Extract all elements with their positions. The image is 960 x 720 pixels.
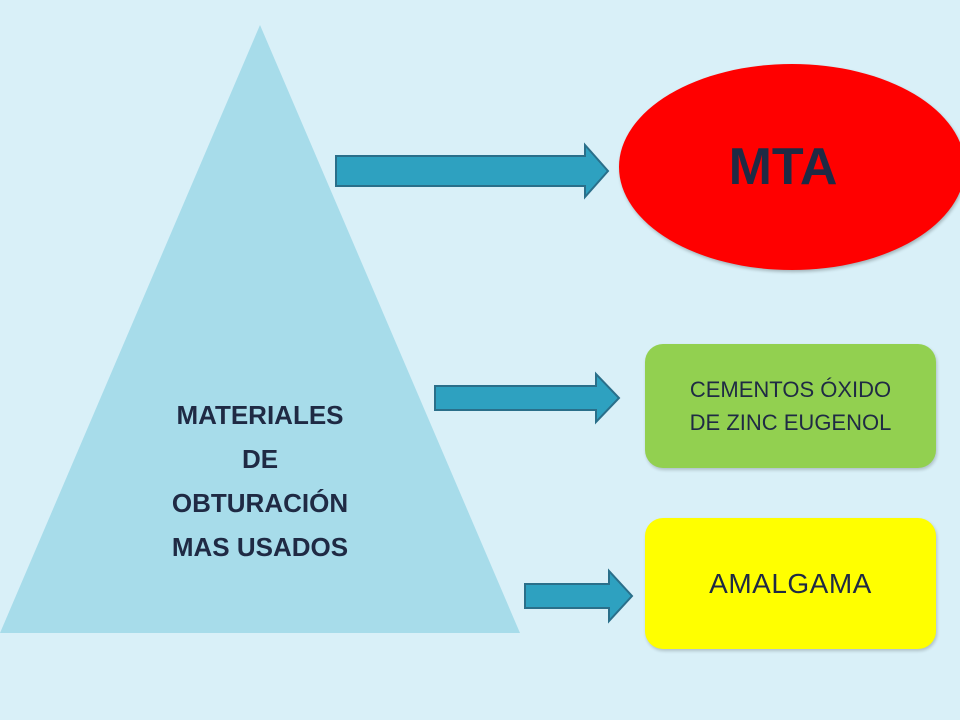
pyramid-shape [0, 25, 520, 633]
arrow-to-mta [335, 142, 610, 200]
pyramid-label-line: MATERIALES [176, 400, 344, 430]
arrow-to-cementos [434, 371, 621, 425]
cementos-label-line: CEMENTOS ÓXIDO [689, 377, 892, 402]
pyramid-label-line: MAS USADOS [171, 532, 349, 562]
amalgama-box: AMALGAMA [645, 518, 936, 649]
pyramid-label-line: DE [241, 444, 279, 474]
arrow-to-amalgama [524, 568, 634, 624]
amalgama-label: AMALGAMA [709, 567, 872, 599]
cementos-box: CEMENTOS ÓXIDO DE ZINC EUGENOL [645, 344, 936, 468]
mta-oval: MTA [619, 64, 960, 270]
pyramid-label-line: OBTURACIÓN [171, 488, 349, 518]
mta-label: MTA [728, 138, 838, 196]
pyramid-label: MATERIALES DE OBTURACIÓN MAS USADOS [130, 393, 390, 569]
cementos-label-line: DE ZINC EUGENOL [689, 410, 892, 435]
